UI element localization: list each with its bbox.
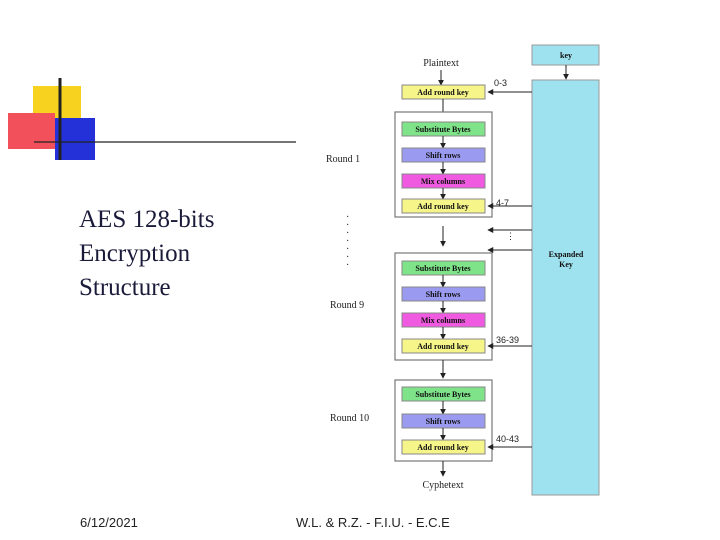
dot-7: · [346, 260, 349, 271]
round9-label: Round 9 [330, 300, 364, 311]
dot-2: · [346, 220, 349, 231]
dot-3: · [346, 228, 349, 239]
dot-6: · [346, 252, 349, 263]
round10-label: Round 10 [330, 413, 369, 424]
expanded-key-label-line2: Key [559, 260, 573, 269]
ciphertext-label: Cyphetext [422, 480, 463, 491]
round1-shift-rows-label: Shift rows [426, 151, 461, 160]
round9-mix-columns-label: Mix columns [421, 316, 465, 325]
expanded-key-label-line1: Expanded [549, 250, 584, 259]
dot-4: · [346, 236, 349, 247]
slide-footer: W.L. & R.Z. - F.I.U. - E.C.E [296, 515, 450, 530]
key-word-4-7: 4-7 [496, 198, 509, 208]
round1-box [394, 111, 493, 218]
slide-date: 6/12/2021 [80, 515, 138, 530]
key-word-0-3: 0-3 [494, 78, 507, 88]
round9-shift-rows-label: Shift rows [426, 290, 461, 299]
expanded-key-column [531, 79, 600, 496]
key-label: key [560, 51, 572, 60]
round10-substitute-bytes-label: Substitute Bytes [415, 390, 470, 399]
round1-label: Round 1 [326, 154, 360, 165]
round9-substitute-bytes-label: Substitute Bytes [415, 264, 470, 273]
round1-substitute-bytes-label: Substitute Bytes [415, 125, 470, 134]
round10-add-round-key [401, 439, 486, 455]
dot-5: · [346, 244, 349, 255]
initial-add-round-key-label: Add round key [417, 88, 468, 97]
plaintext-label: Plaintext [423, 58, 459, 69]
round-continuation-dots: · [346, 212, 349, 223]
round10-add-round-key-label: Add round key [417, 443, 468, 452]
slide-title: AES 128-bits Encryption Structure [79, 206, 215, 301]
key-word-40-43: 40-43 [496, 434, 519, 444]
aes-structure-diagram: Expanded Key key Plaintext Add round key… [326, 44, 600, 496]
round1-add-round-key [401, 198, 486, 214]
round9-add-round-key-label: Add round key [417, 342, 468, 351]
round1-mix-columns-label: Mix columns [421, 177, 465, 186]
round1-add-round-key-label: Add round key [417, 202, 468, 211]
round9-add-round-key [401, 338, 486, 354]
key-word-ellipsis: ⋮ [506, 231, 515, 241]
deco-red-square [8, 113, 55, 149]
round10-shift-rows-label: Shift rows [426, 417, 461, 426]
slide-decoration [8, 78, 296, 160]
deco-blue-square [55, 118, 95, 160]
key-word-36-39: 36-39 [496, 335, 519, 345]
